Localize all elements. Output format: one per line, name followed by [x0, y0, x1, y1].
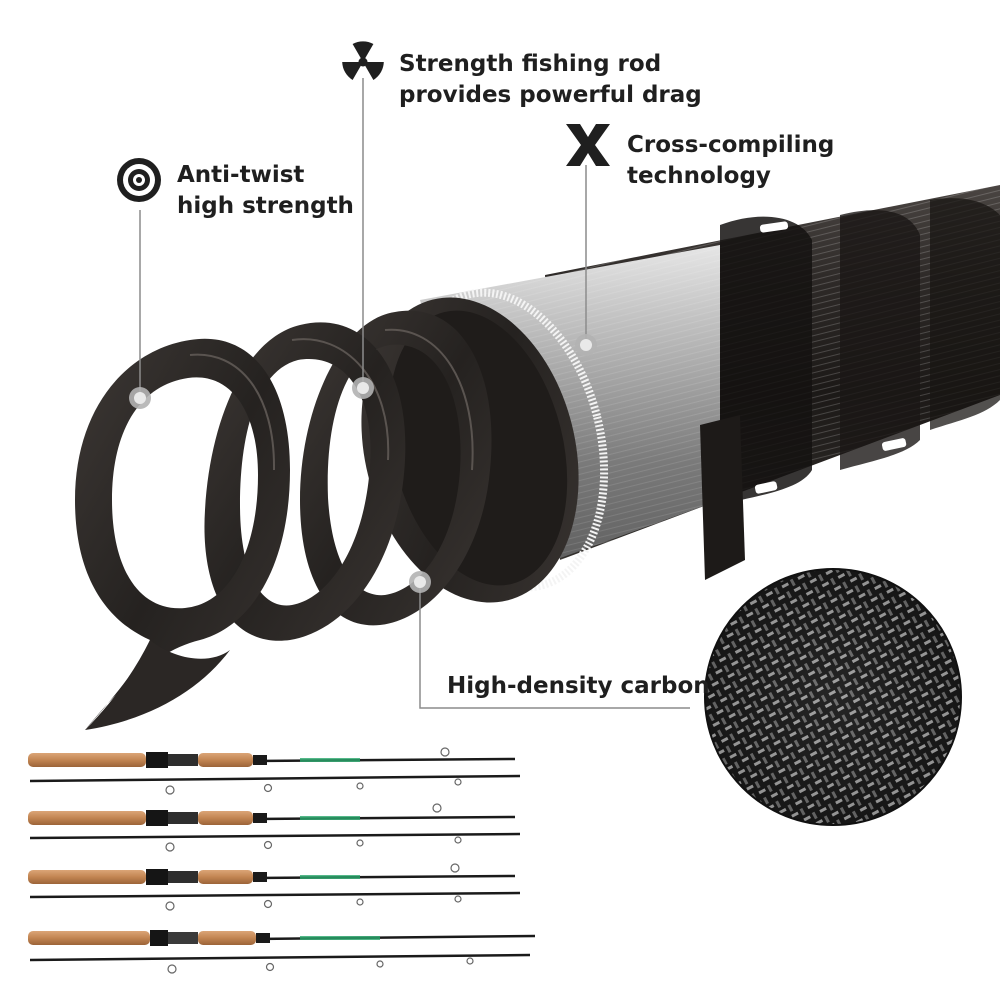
rod-variant [28, 930, 536, 974]
feature-line: provides powerful drag [399, 82, 702, 108]
feature-label-strength: Strength fishing rod provides powerful d… [399, 49, 702, 111]
callout-leaders [139, 78, 690, 709]
target-icon [117, 158, 161, 202]
rod-variant [28, 747, 521, 795]
feature-line: high strength [177, 193, 354, 219]
feature-label-anti-twist: Anti-twist high strength [177, 160, 354, 222]
rod-variant [28, 803, 521, 852]
radiation-icon [342, 41, 384, 80]
feature-line: Anti-twist [177, 162, 305, 188]
rod-variant-list [28, 747, 536, 974]
x-cross-icon [566, 124, 610, 166]
feature-label-carbon: High-density carbon [447, 671, 710, 702]
carbon-weave-icon [704, 568, 962, 826]
spiral-ribbons [75, 310, 492, 730]
feature-line: Cross-compiling [627, 132, 835, 158]
feature-line: High-density carbon [447, 673, 710, 699]
carbon-ribbon-bands [639, 198, 1000, 518]
rod-variant [28, 863, 521, 911]
feature-line: technology [627, 163, 771, 189]
callout-dots [129, 334, 597, 593]
feature-label-cross-compiling: Cross-compiling technology [627, 130, 834, 192]
feature-line: Strength fishing rod [399, 51, 662, 77]
